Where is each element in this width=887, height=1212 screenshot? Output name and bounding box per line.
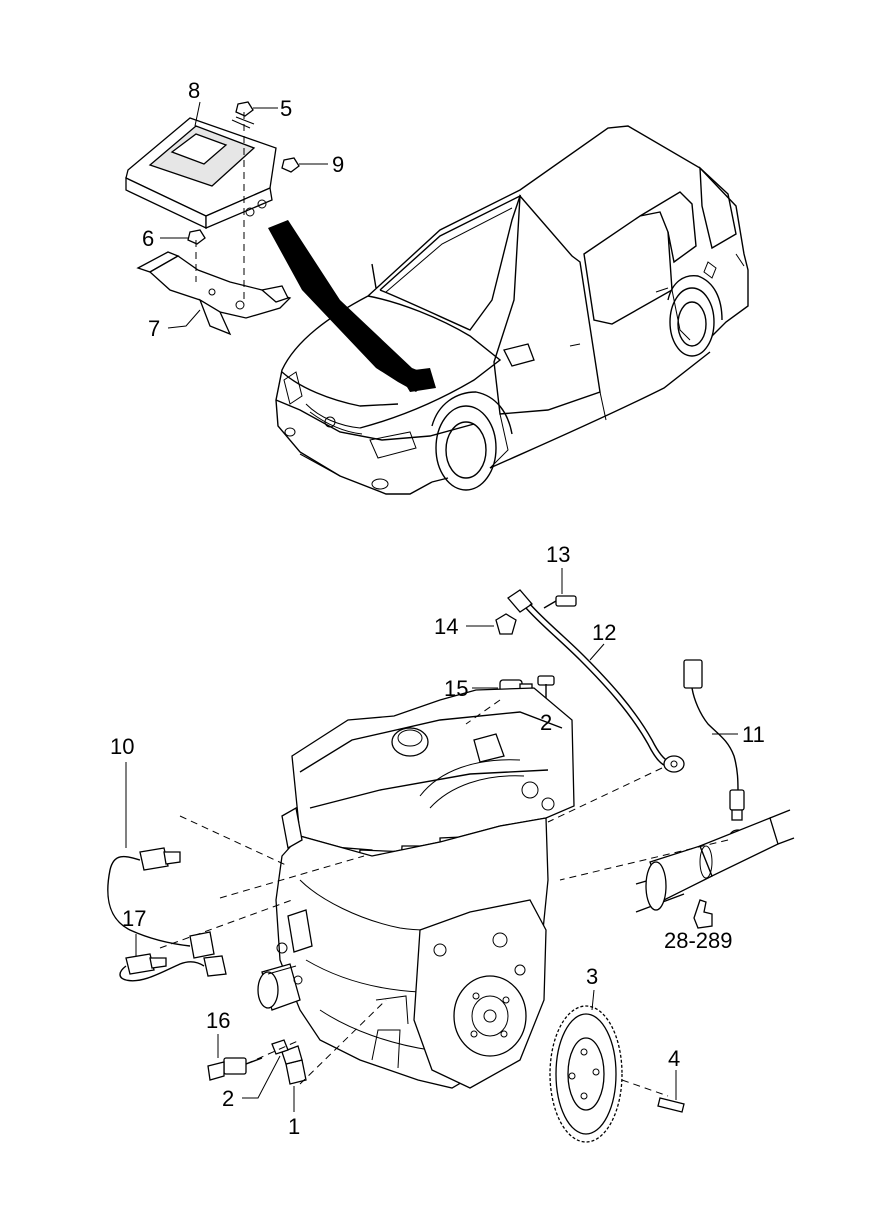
oxygen-sensor-10[interactable] <box>107 847 215 959</box>
ring-gear-3[interactable] <box>549 1005 623 1143</box>
callout-3: 3 <box>586 964 598 989</box>
nut-9[interactable] <box>281 157 300 173</box>
oxygen-sensor-11[interactable] <box>683 659 745 821</box>
callout-11: 11 <box>742 722 765 747</box>
engine-assembly <box>257 687 575 1089</box>
callout-8: 8 <box>188 78 200 103</box>
knock-sensor-12[interactable] <box>507 589 685 773</box>
callout-17: 17 <box>122 906 146 931</box>
callout-4: 4 <box>668 1046 680 1071</box>
nut-5[interactable] <box>235 101 254 117</box>
location-pointer <box>268 220 432 392</box>
clip-14[interactable] <box>495 613 517 635</box>
callout-1: 1 <box>288 1114 300 1139</box>
ecu-bracket[interactable] <box>136 251 292 336</box>
callout-28-289[interactable]: 28-289 <box>664 928 733 953</box>
exhaust-pipe[interactable] <box>635 809 795 913</box>
callout-16: 16 <box>206 1008 230 1033</box>
callout-13: 13 <box>546 542 570 567</box>
ecu-module[interactable] <box>125 116 277 230</box>
nut-6[interactable] <box>187 229 206 245</box>
vehicle-illustration <box>275 125 749 495</box>
oxygen-sensor-17[interactable] <box>119 953 227 982</box>
callout-12: 12 <box>592 620 616 645</box>
bolt-4[interactable] <box>657 1097 685 1113</box>
hand-pointer-icon <box>693 899 713 929</box>
callout-5: 5 <box>280 96 292 121</box>
callout-7: 7 <box>148 316 160 341</box>
callout-9: 9 <box>332 152 344 177</box>
callout-2-upper: 2 <box>540 710 552 735</box>
callout-14: 14 <box>434 614 458 639</box>
bolt-2-lower[interactable] <box>271 1039 289 1055</box>
crankshaft-sensor-1[interactable] <box>281 1045 307 1085</box>
callout-10: 10 <box>110 734 134 759</box>
callout-2-lower: 2 <box>222 1086 234 1111</box>
bolt-13[interactable] <box>543 595 577 609</box>
callout-6: 6 <box>142 226 154 251</box>
callout-15: 15 <box>444 676 468 701</box>
oil-pressure-switch-16[interactable] <box>207 1057 263 1081</box>
